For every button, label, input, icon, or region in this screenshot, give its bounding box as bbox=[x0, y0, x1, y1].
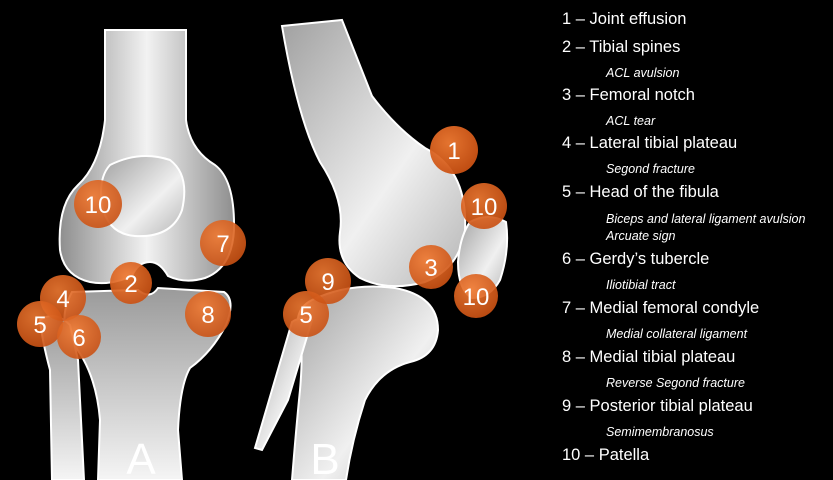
legend-item-9: 9 – Posterior tibial plateau bbox=[562, 397, 753, 416]
marker-7-label: 7 bbox=[216, 231, 229, 258]
legend-item-7: 7 – Medial femoral condyle bbox=[562, 299, 759, 318]
legend-sub-3: ACL tear bbox=[606, 114, 655, 128]
panel-label-a: A bbox=[126, 435, 156, 480]
legend-item-4: 4 – Lateral tibial plateau bbox=[562, 134, 737, 153]
panel-b-bones bbox=[255, 20, 507, 480]
marker-3: 3 bbox=[409, 245, 453, 289]
legend-sub-5b: Arcuate sign bbox=[606, 229, 675, 243]
marker-6: 6 bbox=[57, 315, 101, 359]
marker-7: 7 bbox=[200, 220, 246, 266]
marker-6-label: 6 bbox=[72, 325, 85, 352]
marker-2: 2 bbox=[110, 262, 152, 304]
marker-9-label: 9 bbox=[321, 269, 334, 296]
legend-sub-5a: Biceps and lateral ligament avulsion bbox=[606, 212, 805, 226]
marker-5-lateral-label: 5 bbox=[299, 302, 312, 329]
marker-3-label: 3 bbox=[424, 255, 437, 282]
marker-10-frontal-label: 10 bbox=[85, 192, 112, 219]
legend-item-1: 1 – Joint effusion bbox=[562, 10, 686, 29]
legend-sub-6: Iliotibial tract bbox=[606, 278, 675, 292]
legend-item-5: 5 – Head of the fibula bbox=[562, 183, 719, 202]
marker-8-label: 8 bbox=[201, 302, 214, 329]
panel-label-b: B bbox=[310, 435, 339, 480]
marker-5-frontal-label: 5 bbox=[33, 312, 46, 339]
legend-item-8: 8 – Medial tibial plateau bbox=[562, 348, 735, 367]
legend-sub-7: Medial collateral ligament bbox=[606, 327, 747, 341]
marker-1-label: 1 bbox=[447, 138, 460, 165]
marker-10-upper: 10 bbox=[461, 183, 507, 229]
marker-10-lower: 10 bbox=[454, 274, 498, 318]
marker-10-lower-label: 10 bbox=[463, 284, 490, 311]
marker-2-label: 2 bbox=[124, 271, 137, 298]
legend-item-2: 2 – Tibial spines bbox=[562, 38, 680, 57]
marker-9: 9 bbox=[305, 258, 351, 304]
marker-10-upper-label: 10 bbox=[471, 194, 498, 221]
marker-5-frontal: 5 bbox=[17, 301, 63, 347]
marker-10-frontal: 10 bbox=[74, 180, 122, 228]
legend-sub-2: ACL avulsion bbox=[606, 66, 679, 80]
legend-sub-4: Segond fracture bbox=[606, 162, 695, 176]
legend-item-3: 3 – Femoral notch bbox=[562, 86, 695, 105]
marker-8: 8 bbox=[185, 291, 231, 337]
legend-sub-8: Reverse Segond fracture bbox=[606, 376, 745, 390]
legend-sub-9: Semimembranosus bbox=[606, 425, 714, 439]
legend-item-10: 10 – Patella bbox=[562, 446, 649, 465]
legend-item-6: 6 – Gerdy’s tubercle bbox=[562, 250, 709, 269]
marker-4-label: 4 bbox=[56, 286, 69, 313]
marker-1: 1 bbox=[430, 126, 478, 174]
